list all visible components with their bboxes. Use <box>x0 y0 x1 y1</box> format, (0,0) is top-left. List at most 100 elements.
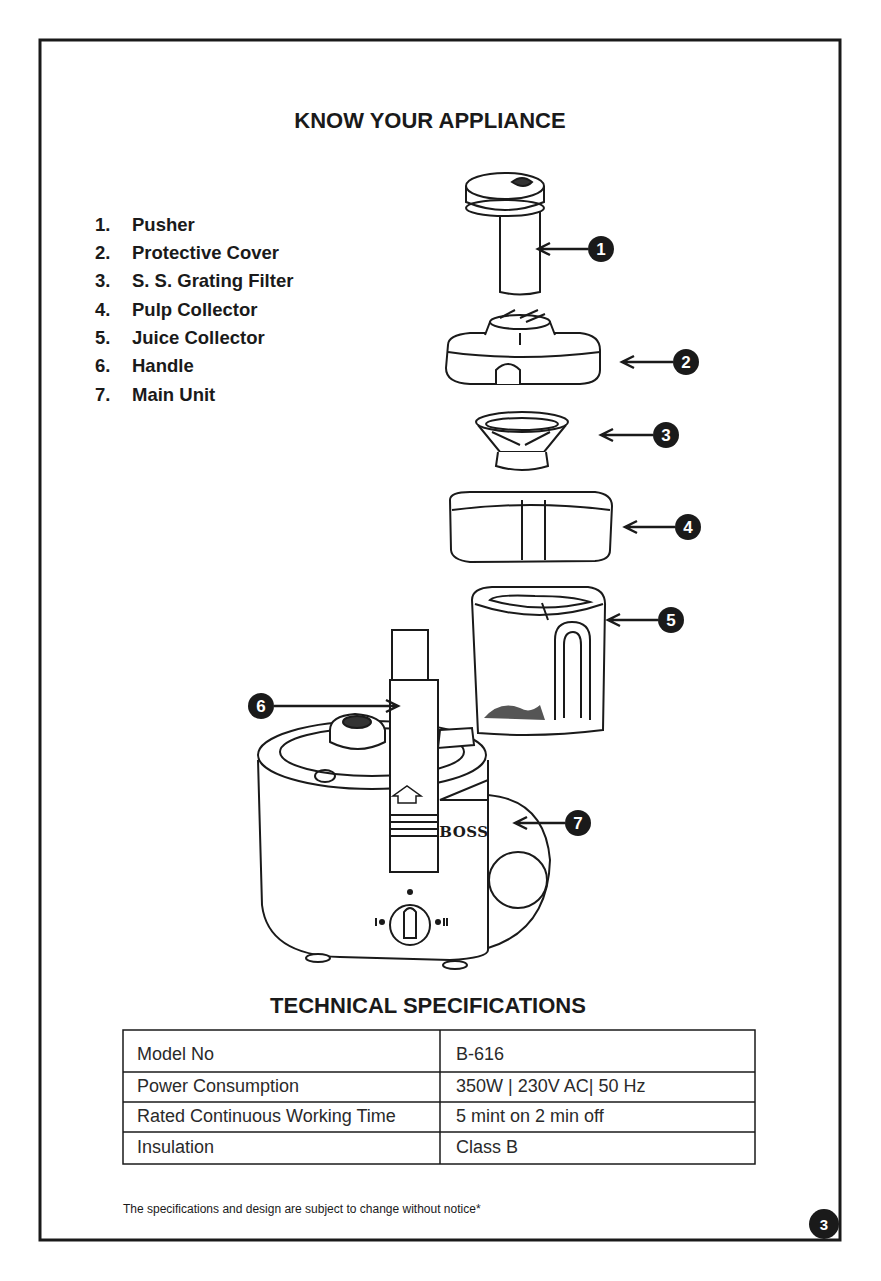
leader-arrows <box>274 243 675 829</box>
main-unit-drawing-part <box>440 780 488 800</box>
spec-table-part <box>123 1030 755 1164</box>
pusher-drawing-part <box>500 210 540 295</box>
leader-arrows-part <box>601 429 653 441</box>
spec-table-part <box>439 1030 441 1164</box>
spec-table-part <box>123 1131 755 1133</box>
cover-drawing-part <box>519 333 521 345</box>
callout-number: 7 <box>573 815 582 834</box>
part-name: Pulp Collector <box>132 300 257 320</box>
filter-drawing-part <box>492 432 550 445</box>
main-unit-drawing-part <box>390 905 430 945</box>
leader-arrows-part <box>608 614 658 626</box>
main-unit-drawing-part <box>435 919 441 925</box>
juice-collector-drawing <box>472 587 605 735</box>
main-unit-drawing-part <box>390 680 438 872</box>
list-number: 5. <box>95 328 110 348</box>
callout-number: 2 <box>681 354 690 373</box>
part-name: Protective Cover <box>132 243 279 263</box>
main-unit-drawing <box>258 630 550 969</box>
pulp-collector-drawing-part <box>521 500 523 560</box>
leader-arrows-part <box>515 817 565 829</box>
part-name: Juice Collector <box>132 328 265 348</box>
filter-drawing-part <box>478 425 566 452</box>
part-name: Pusher <box>132 215 195 235</box>
part-name: Main Unit <box>132 385 215 405</box>
main-unit-drawing-part <box>375 918 377 926</box>
list-number: 4. <box>95 300 110 320</box>
list-number: 3. <box>95 271 110 291</box>
list-number: 7. <box>95 385 110 405</box>
callout-number: 4 <box>683 519 692 538</box>
pusher-drawing-part <box>512 178 532 186</box>
page-border <box>40 40 840 1240</box>
cover-drawing-part <box>446 333 600 384</box>
pusher-drawing <box>466 173 544 295</box>
part-name: Handle <box>132 356 194 376</box>
callout-circles-part <box>565 810 591 836</box>
brand-name: BOSS <box>439 824 488 841</box>
juice-collector-drawing-part <box>472 587 605 735</box>
main-unit-drawing-part <box>404 908 416 938</box>
main-unit-drawing-part <box>343 716 371 728</box>
page-number-badge <box>809 1209 839 1239</box>
callout-circles-part <box>248 693 274 719</box>
pusher-drawing-part <box>466 173 544 199</box>
callout-circles-part <box>588 236 614 262</box>
main-unit-drawing-part <box>446 918 448 926</box>
list-number: 2. <box>95 243 110 263</box>
cover-drawing-part <box>448 352 600 357</box>
pusher-drawing-part <box>466 200 544 216</box>
pulp-collector-drawing-part <box>450 492 612 562</box>
juice-collector-drawing-part <box>484 705 545 720</box>
leader-arrows-part <box>622 356 673 368</box>
juice-collector-drawing-part <box>490 596 590 608</box>
cover-drawing-part <box>496 364 520 384</box>
callout-circles-part <box>658 607 684 633</box>
page-number: 3 <box>820 1217 828 1234</box>
main-unit-drawing-part <box>330 714 385 749</box>
leader-arrows-part <box>274 700 398 712</box>
cover-drawing <box>446 310 600 384</box>
leader-arrows-part <box>625 521 675 533</box>
main-unit-drawing-part <box>390 815 438 836</box>
spec-table-part <box>123 1101 755 1103</box>
table-cell: 350W | 230V AC| 50 Hz <box>456 1077 645 1097</box>
table-cell: Power Consumption <box>137 1077 299 1097</box>
table-cell: B-616 <box>456 1045 504 1065</box>
filter-drawing <box>476 412 568 470</box>
callout-circles-part <box>675 514 701 540</box>
pulp-collector-drawing-part <box>452 505 610 510</box>
juice-collector-drawing-part <box>542 603 548 620</box>
footnote: The specifications and design are subjec… <box>123 1203 481 1216</box>
table-cell: Class B <box>456 1138 518 1158</box>
juice-collector-drawing-part <box>564 632 581 718</box>
main-unit-drawing-part <box>489 852 547 908</box>
table-cell: Rated Continuous Working Time <box>137 1107 396 1127</box>
main-unit-drawing-part <box>379 919 385 925</box>
table-cell: Insulation <box>137 1138 214 1158</box>
section-heading: TECHNICAL SPECIFICATIONS <box>270 994 586 1018</box>
list-number: 6. <box>95 356 110 376</box>
main-unit-drawing-part <box>306 954 330 962</box>
main-unit-drawing-part <box>258 760 488 960</box>
filter-drawing-part <box>476 412 568 432</box>
callout-number: 3 <box>661 427 670 446</box>
main-unit-drawing-part <box>443 961 467 969</box>
page-title: KNOW YOUR APPLIANCE <box>294 109 565 133</box>
callout-number: 5 <box>666 612 675 631</box>
main-unit-drawing-part <box>393 786 421 803</box>
list-number: 1. <box>95 215 110 235</box>
spec-table <box>123 1030 755 1164</box>
part-name: S. S. Grating Filter <box>132 271 293 291</box>
callout-circles <box>248 236 701 836</box>
pulp-collector-drawing <box>450 492 612 562</box>
callout-circles-part <box>653 422 679 448</box>
table-cell: 5 mint on 2 min off <box>456 1107 604 1127</box>
main-unit-drawing-part <box>488 795 550 948</box>
table-cell: Model No <box>137 1045 214 1065</box>
callout-number: 1 <box>596 241 605 260</box>
main-unit-drawing-part <box>315 770 335 782</box>
callout-number: 6 <box>256 698 265 717</box>
